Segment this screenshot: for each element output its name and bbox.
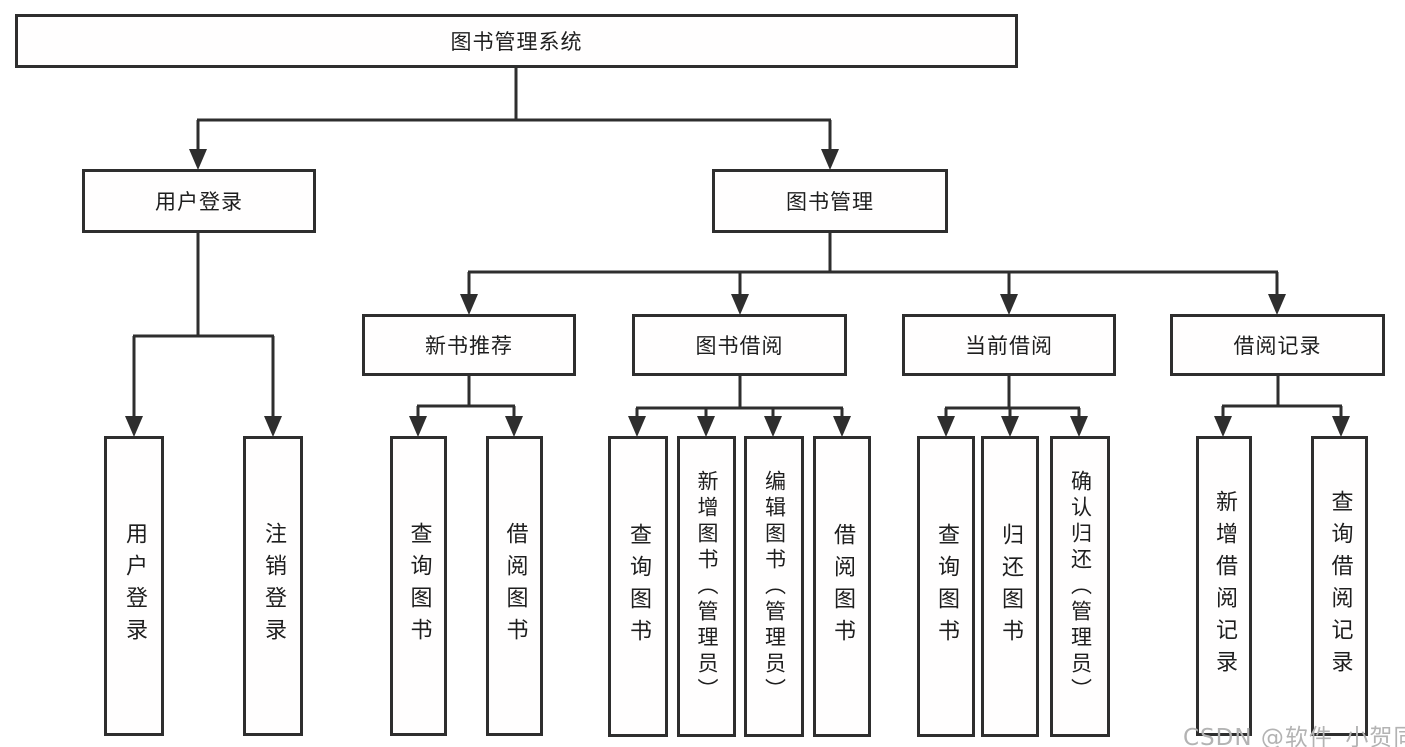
arrowhead: [505, 416, 523, 437]
node-new-book-recommendation: 新书推荐: [362, 314, 576, 376]
leaf-add-books-admin-label: 新增图书（管理员）: [695, 469, 719, 704]
node-current-borrowing-label: 当前借阅: [965, 334, 1053, 358]
leaf-borrow-books-rec-label: 借阅图书: [502, 522, 528, 650]
arrowhead: [1268, 294, 1286, 315]
arrowhead: [697, 416, 715, 437]
node-borrow-records-label: 借阅记录: [1233, 334, 1322, 358]
leaf-query-books-rec: 查询图书: [390, 436, 447, 736]
leaf-return-books-label: 归还图书: [998, 522, 1023, 651]
leaf-logout-label: 注销登录: [261, 522, 286, 650]
node-user-login: 用户登录: [82, 169, 316, 233]
node-root-label: 图书管理系统: [450, 30, 583, 54]
leaf-confirm-return-admin-label: 确认归还（管理员）: [1068, 469, 1093, 704]
arrowhead: [125, 416, 143, 437]
arrowhead: [1332, 416, 1350, 437]
leaf-add-borrow-record-label: 新增借阅记录: [1212, 490, 1237, 682]
node-borrow-records: 借阅记录: [1170, 314, 1385, 376]
leaf-user-login: 用户登录: [104, 436, 164, 736]
node-book-management: 图书管理: [712, 169, 948, 233]
leaf-confirm-return-admin: 确认归还（管理员）: [1050, 436, 1110, 737]
leaf-edit-books-admin: 编辑图书（管理员）: [744, 436, 804, 737]
arrowhead: [821, 149, 839, 170]
leaf-query-books-current-label: 查询图书: [934, 522, 959, 651]
arrowhead: [189, 149, 207, 170]
connector-current-borrow: [944, 376, 1081, 420]
arrowhead: [628, 416, 646, 437]
node-new-book-recommendation-label: 新书推荐: [425, 334, 513, 358]
node-current-borrowing: 当前借阅: [902, 314, 1116, 376]
arrowhead: [937, 416, 955, 437]
node-root: 图书管理系统: [15, 14, 1018, 68]
leaf-return-books: 归还图书: [981, 436, 1039, 737]
arrowhead: [731, 294, 749, 315]
leaf-query-books-current: 查询图书: [917, 436, 975, 737]
leaf-add-borrow-record: 新增借阅记录: [1196, 436, 1252, 736]
leaf-logout: 注销登录: [243, 436, 303, 736]
leaf-add-books-admin: 新增图书（管理员）: [677, 436, 736, 737]
connector-book-mgmt: [467, 233, 1279, 298]
connector-root: [196, 68, 832, 152]
arrowhead: [1001, 416, 1019, 437]
arrowhead: [764, 416, 782, 437]
leaf-query-books-rec-label: 查询图书: [406, 522, 432, 650]
arrowhead: [1000, 294, 1018, 315]
node-user-login-label: 用户登录: [155, 190, 243, 214]
arrowhead: [833, 416, 851, 437]
arrowhead: [409, 416, 427, 437]
node-book-borrowing-label: 图书借阅: [695, 334, 784, 358]
arrowhead: [264, 416, 282, 437]
arrowhead: [1070, 416, 1088, 437]
leaf-borrow-books-rec: 借阅图书: [486, 436, 543, 736]
connector-new-book-rec: [416, 376, 516, 420]
leaf-borrow-books-borrow-label: 借阅图书: [830, 522, 855, 651]
csdn-watermark: CSDN @软件_小贺同学: [1183, 725, 1405, 747]
leaf-query-borrow-record: 查询借阅记录: [1311, 436, 1368, 736]
leaf-query-books-borrow-label: 查询图书: [626, 522, 651, 651]
arrowhead: [1214, 416, 1232, 437]
leaf-user-login-label: 用户登录: [122, 522, 147, 650]
node-book-management-label: 图书管理: [786, 190, 874, 214]
connector-book-borrow: [635, 376, 844, 420]
arrowhead: [460, 294, 478, 315]
leaf-query-books-borrow: 查询图书: [608, 436, 668, 737]
connector-user-login: [132, 233, 275, 420]
leaf-borrow-books-borrow: 借阅图书: [813, 436, 871, 737]
connector-borrow-records: [1221, 376, 1343, 420]
leaf-query-borrow-record-label: 查询借阅记录: [1327, 490, 1353, 682]
leaf-edit-books-admin-label: 编辑图书（管理员）: [762, 469, 787, 704]
node-book-borrowing: 图书借阅: [632, 314, 847, 376]
